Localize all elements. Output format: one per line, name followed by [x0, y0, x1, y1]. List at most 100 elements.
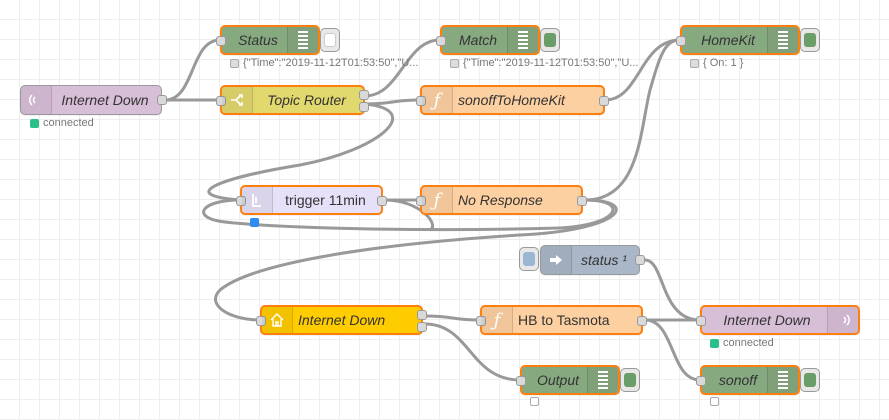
input-port[interactable]: [516, 376, 526, 386]
debug-node-sonoff[interactable]: sonoff: [696, 365, 820, 395]
function-icon: ƒ: [482, 307, 513, 333]
node-status: connected: [30, 117, 94, 129]
debug-node-status[interactable]: Status: [216, 25, 340, 55]
input-port[interactable]: [436, 36, 446, 46]
input-port[interactable]: [676, 36, 686, 46]
status-dot-icon: [230, 58, 239, 68]
link-node-status[interactable]: status ¹: [519, 245, 645, 275]
function-node-sonofftohomekit[interactable]: ƒ sonoffToHomeKit: [416, 85, 609, 115]
status-text: {"Time":"2019-11-12T01:53:50","U...: [463, 57, 639, 69]
bridge-icon: [827, 307, 858, 333]
list-icon: [767, 367, 798, 393]
wire[interactable]: [604, 38, 681, 102]
debug-toggle-button[interactable]: [540, 28, 560, 52]
node-label: Match: [458, 32, 498, 48]
node-label: Internet Down: [61, 92, 149, 108]
debug-toggle-button[interactable]: [800, 28, 820, 52]
input-port[interactable]: [696, 376, 706, 386]
inject-button[interactable]: [519, 247, 539, 271]
list-icon: [587, 367, 618, 393]
status-dot-icon: [450, 58, 459, 68]
list-icon: [767, 27, 798, 53]
status-text: { On: 1 }: [703, 57, 744, 69]
status-text: {"Time":"2019-11-12T01:53:50","U...: [243, 57, 419, 69]
debug-node-output[interactable]: Output: [516, 365, 640, 395]
node-label: sonoffToHomeKit: [458, 92, 565, 108]
function-icon: ƒ: [422, 87, 453, 113]
node-label: status ¹: [581, 252, 627, 268]
output-port[interactable]: [417, 322, 427, 332]
status-dot-icon: [690, 58, 699, 68]
node-label: trigger 11min: [285, 192, 366, 208]
debug-node-match[interactable]: Match: [436, 25, 560, 55]
function-node-no-response[interactable]: ƒ No Response: [416, 185, 587, 215]
status-text: connected: [43, 117, 94, 129]
wire[interactable]: [214, 198, 618, 322]
input-port[interactable]: [696, 316, 706, 326]
trigger-icon: [242, 187, 273, 213]
list-icon: [287, 27, 318, 53]
wire[interactable]: [424, 322, 521, 382]
link-arrow-icon: [541, 246, 572, 274]
output-port[interactable]: [599, 96, 609, 106]
wire[interactable]: [364, 98, 421, 106]
function-node-hb-to-tasmota[interactable]: ƒ HB to Tasmota: [476, 305, 647, 335]
output-port[interactable]: [635, 255, 645, 265]
output-port[interactable]: [577, 196, 587, 206]
debug-node-homekit[interactable]: HomeKit: [676, 25, 820, 55]
mqtt-out-node-internet-down[interactable]: Internet Down: [696, 305, 860, 335]
node-label: Status: [238, 32, 278, 48]
output-port[interactable]: [637, 316, 647, 326]
node-status: {"Time":"2019-11-12T01:53:50","U...: [450, 57, 638, 69]
wire[interactable]: [364, 38, 441, 98]
node-status: connected: [710, 337, 774, 349]
node-label: Output: [536, 372, 580, 388]
input-port[interactable]: [256, 316, 266, 326]
switch-node-topic-router[interactable]: Topic Router: [216, 85, 369, 115]
output-port[interactable]: [157, 95, 167, 105]
wire[interactable]: [644, 258, 701, 322]
homekit-node-internet-down[interactable]: Internet Down: [256, 305, 427, 335]
wire[interactable]: [207, 102, 395, 202]
input-port[interactable]: [236, 196, 246, 206]
node-status: [250, 218, 259, 227]
input-port[interactable]: [216, 36, 226, 46]
mqtt-in-node-internet-down[interactable]: Internet Down: [20, 85, 167, 115]
output-port[interactable]: [417, 310, 427, 320]
output-port[interactable]: [359, 90, 369, 100]
node-status: { On: 1 }: [690, 57, 743, 69]
node-label: HomeKit: [701, 32, 755, 48]
wire[interactable]: [424, 314, 481, 322]
debug-toggle-button[interactable]: [320, 28, 340, 52]
node-label: No Response: [458, 192, 543, 208]
debug-toggle-button[interactable]: [620, 368, 640, 392]
wire[interactable]: [644, 318, 701, 382]
output-port[interactable]: [377, 196, 387, 206]
status-dot-icon: [710, 397, 719, 406]
node-label: sonoff: [718, 372, 758, 388]
status-dot-icon: [710, 338, 719, 348]
home-icon: [262, 307, 293, 333]
status-dot-icon: [250, 218, 259, 227]
wire[interactable]: [164, 38, 221, 102]
input-port[interactable]: [416, 196, 426, 206]
wire[interactable]: [202, 198, 615, 232]
output-port[interactable]: [359, 102, 369, 112]
node-label: Topic Router: [267, 92, 346, 108]
node-label: HB to Tasmota: [518, 312, 610, 328]
node-status: [530, 397, 539, 406]
wire[interactable]: [584, 38, 681, 202]
input-port[interactable]: [476, 316, 486, 326]
debug-toggle-button[interactable]: [800, 368, 820, 392]
trigger-node-11min[interactable]: trigger 11min: [236, 185, 387, 215]
input-port[interactable]: [216, 96, 226, 106]
list-icon: [507, 27, 538, 53]
node-label: Internet Down: [723, 312, 811, 328]
function-icon: ƒ: [422, 187, 453, 213]
node-status: [710, 397, 719, 406]
input-port[interactable]: [416, 96, 426, 106]
switch-icon: [222, 87, 253, 113]
node-label: Internet Down: [298, 312, 386, 328]
